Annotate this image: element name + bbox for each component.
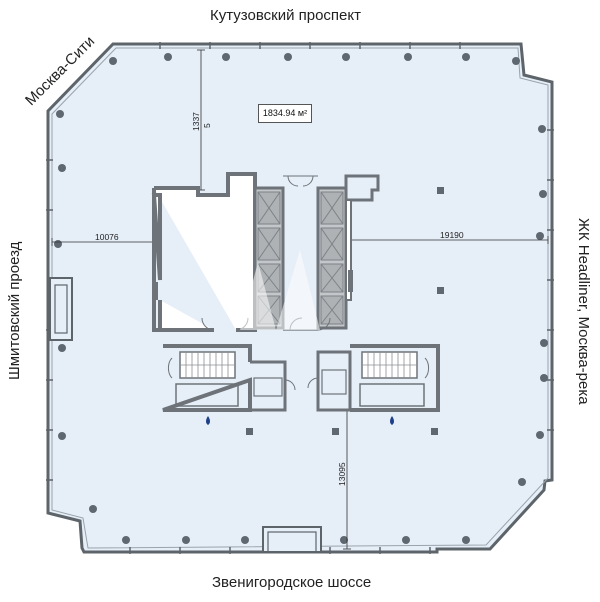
street-west: Шмитовский проезд bbox=[6, 241, 23, 380]
south-entrance bbox=[262, 526, 322, 553]
dim-north-label-a: 1337 bbox=[191, 112, 201, 131]
dim-south-label: 13095 bbox=[337, 462, 347, 486]
facade-mullions bbox=[46, 42, 554, 554]
dim-east-label: 19190 bbox=[440, 230, 464, 240]
area-label: 1834.94 м² bbox=[258, 104, 312, 123]
water-drop-icons bbox=[206, 416, 394, 425]
facade-inner-line bbox=[51, 47, 549, 549]
street-north: Кутузовский проспект bbox=[210, 7, 361, 24]
dim-north-label-b: 5 bbox=[202, 123, 212, 128]
watermark-logo bbox=[240, 250, 320, 330]
columns-square bbox=[246, 187, 444, 435]
west-entrance bbox=[49, 277, 73, 341]
columns-round bbox=[54, 53, 548, 544]
street-east: ЖК Headliner, Москва-река bbox=[575, 218, 592, 405]
dim-west-label: 10076 bbox=[95, 232, 119, 242]
street-south: Звенигородское шоссе bbox=[212, 574, 372, 591]
